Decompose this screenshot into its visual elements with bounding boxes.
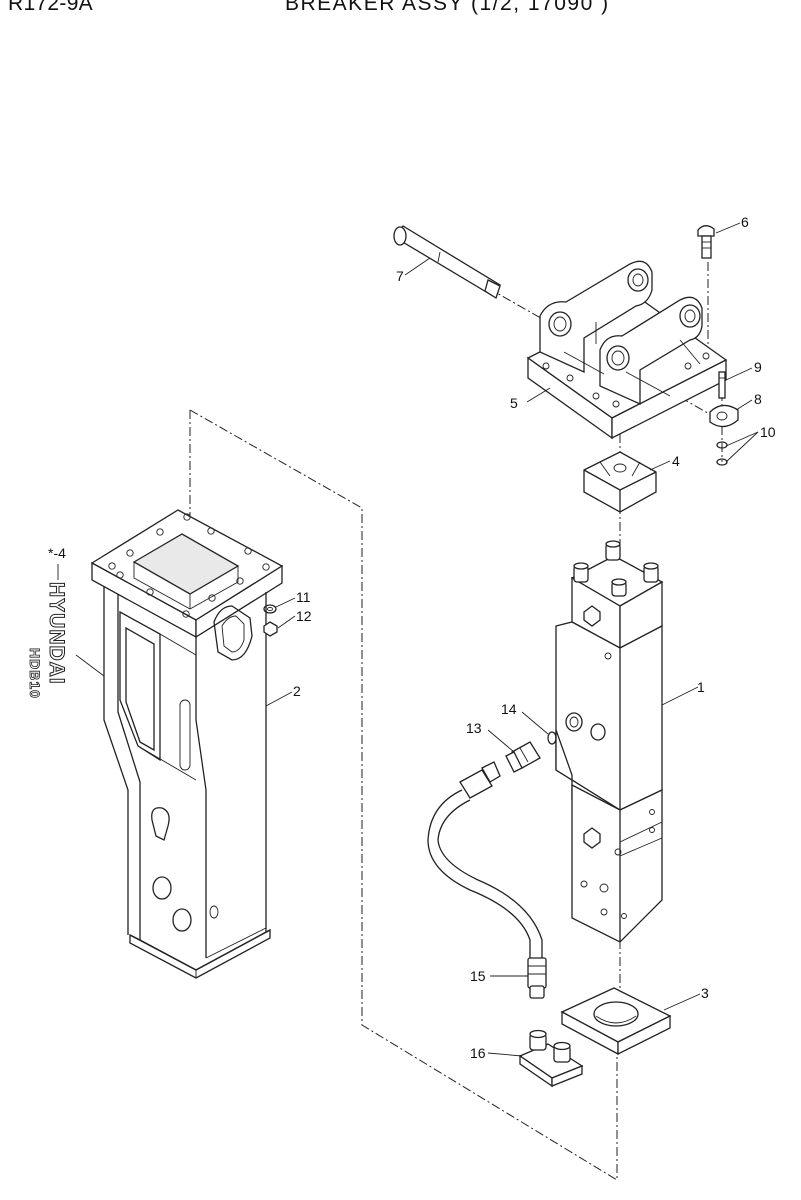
part-9-bolt (718, 371, 726, 399)
part-16-plugs (518, 1029, 584, 1088)
callout-12: 12 (296, 608, 312, 624)
leader-lines (265, 222, 759, 1057)
callout-5: 5 (510, 395, 518, 411)
header-title: BREAKER ASSY (1/2, 17090 ) (285, 0, 610, 15)
part-4-decal: *-4 HYUNDAI HDB10 (27, 545, 105, 699)
callout-labels: 1 2 3 4 5 6 7 8 9 10 11 12 13 14 15 16 (293, 214, 776, 1061)
part-4-damper (583, 451, 657, 513)
part-7-pin (393, 225, 501, 299)
callout-8: 8 (754, 391, 762, 407)
part-3-plate (560, 987, 672, 1056)
part-1-breaker-body (555, 540, 664, 943)
part-13-adapter (505, 741, 541, 773)
part-15-hose (427, 761, 547, 999)
callout-7: 7 (396, 268, 404, 284)
decal-ref-label: *-4 (48, 545, 66, 561)
callout-2: 2 (293, 683, 301, 699)
callout-15: 15 (470, 968, 486, 984)
part-11-washer (263, 604, 277, 614)
decal-brand-text: HYUNDAI (45, 582, 68, 685)
callout-4: 4 (672, 453, 680, 469)
callout-1: 1 (697, 679, 705, 695)
part-8-collar (709, 404, 739, 428)
callout-6: 6 (741, 214, 749, 230)
part-5-bracket (526, 260, 728, 440)
header-model: R172-9A (8, 0, 93, 15)
callout-10: 10 (760, 424, 776, 440)
callout-14: 14 (501, 701, 517, 717)
part-10-washers (716, 441, 728, 466)
part-6-bolt (697, 225, 715, 259)
callout-9: 9 (754, 359, 762, 375)
decal-model-text: HDB10 (27, 648, 43, 699)
callout-13: 13 (466, 720, 482, 736)
part-12-nut (263, 621, 278, 637)
callout-3: 3 (701, 985, 709, 1001)
part-14-oring (547, 731, 557, 745)
callout-11: 11 (296, 589, 311, 605)
part-2-housing (90, 509, 284, 979)
callout-16: 16 (470, 1045, 486, 1061)
